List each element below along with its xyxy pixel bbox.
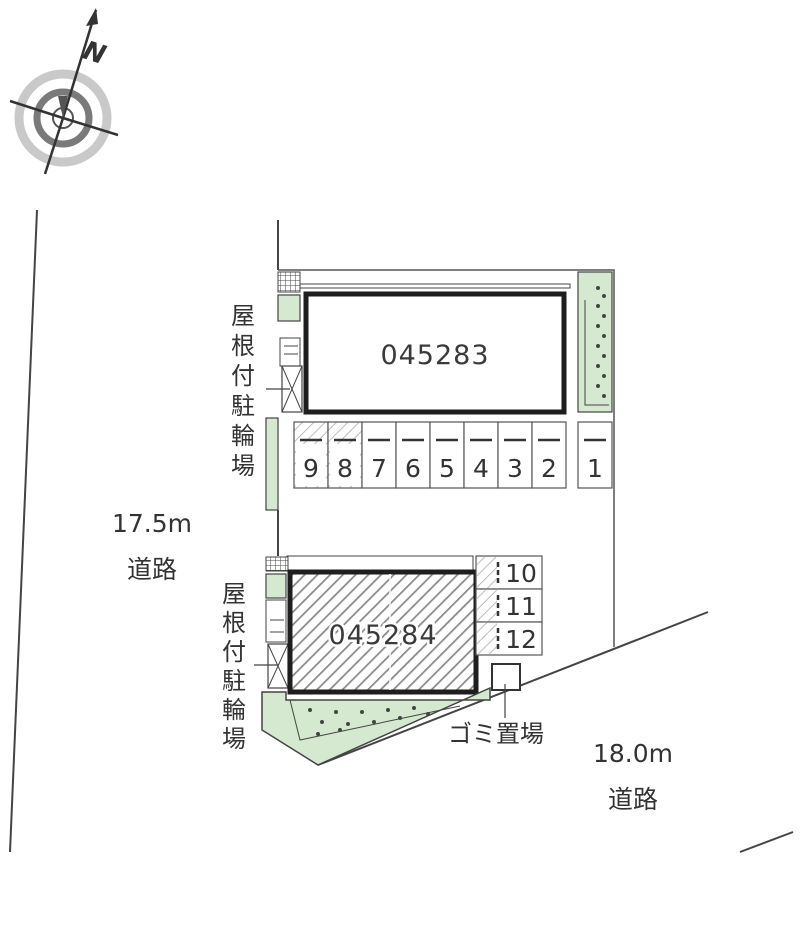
bike-parking-char: 根 — [231, 332, 255, 360]
parking-space: 10 — [475, 555, 543, 590]
garbage-area — [491, 663, 521, 691]
road-edge-left — [9, 209, 38, 853]
building-id-045283: 045283 — [380, 340, 489, 371]
parking-space-number: 8 — [337, 454, 353, 483]
parking-row-side: 10 11 12 — [475, 555, 543, 656]
parking-space: 11 — [475, 588, 543, 623]
bike-parking-char: 駐 — [231, 392, 255, 420]
road-width-left: 17.5m — [112, 509, 192, 538]
road-name-bottom: 道路 — [608, 785, 658, 814]
compass-rose-icon: N — [9, 8, 119, 175]
parking-space: 2 — [531, 421, 567, 489]
bike-parking-bottom — [254, 599, 289, 689]
building-id-045284: 045284 — [328, 620, 437, 651]
parking-space: 8 — [327, 421, 363, 489]
bike-parking-char: 輪 — [231, 422, 255, 450]
parking-space: 4 — [463, 421, 499, 489]
bike-parking-char: 屋 — [222, 580, 246, 608]
shrubs-bottom — [308, 706, 430, 736]
parking-space-number: 9 — [303, 454, 319, 483]
site-boundary — [278, 269, 615, 647]
building-045283 — [303, 291, 567, 415]
green-landscape-bottom — [261, 686, 491, 766]
bike-parking-char: 付 — [222, 638, 246, 666]
road-edge-bottom-far — [739, 831, 794, 853]
green-strip-bottom-left — [265, 573, 287, 599]
road-name-left: 道路 — [127, 555, 177, 584]
parking-space: 9 — [293, 421, 329, 489]
parking-space: 7 — [361, 421, 397, 489]
parking-space: 12 — [475, 621, 543, 656]
parking-space-number: 4 — [473, 454, 489, 483]
bike-parking-char: 付 — [231, 362, 255, 390]
parking-space-number: 6 — [405, 454, 421, 483]
compass-north-label: N — [79, 36, 109, 71]
road-width-bottom: 18.0m — [593, 739, 673, 768]
bike-parking-char: 駐 — [222, 667, 246, 695]
parking-space-number: 10 — [505, 559, 537, 588]
bike-parking-char: 輪 — [222, 696, 246, 724]
bike-parking-char: 屋 — [231, 302, 255, 330]
parking-space-number: 1 — [587, 454, 603, 483]
shrubs-right — [596, 286, 606, 398]
garbage-label: ゴミ置場 — [448, 720, 544, 748]
parking-space-number: 11 — [505, 592, 537, 621]
bike-parking-char: 根 — [222, 609, 246, 637]
parking-space: 1 — [577, 421, 613, 489]
bike-parking-char: 場 — [222, 725, 246, 753]
green-strip-top-left — [277, 294, 301, 322]
parking-space-number: 12 — [505, 625, 537, 654]
grid-marker-top — [277, 271, 301, 293]
bike-parking-char: 場 — [231, 452, 255, 480]
parking-space: 3 — [497, 421, 533, 489]
parking-space-number: 5 — [439, 454, 455, 483]
parking-space-number: 7 — [371, 454, 387, 483]
parking-space: 5 — [429, 421, 465, 489]
parking-space: 6 — [395, 421, 431, 489]
parking-space-number: 3 — [507, 454, 523, 483]
green-strip-right — [577, 271, 613, 413]
green-strip-left-mid — [265, 417, 279, 511]
bike-parking-top — [266, 337, 303, 413]
parking-space-number: 2 — [541, 454, 557, 483]
grid-marker-bottom — [265, 556, 289, 572]
